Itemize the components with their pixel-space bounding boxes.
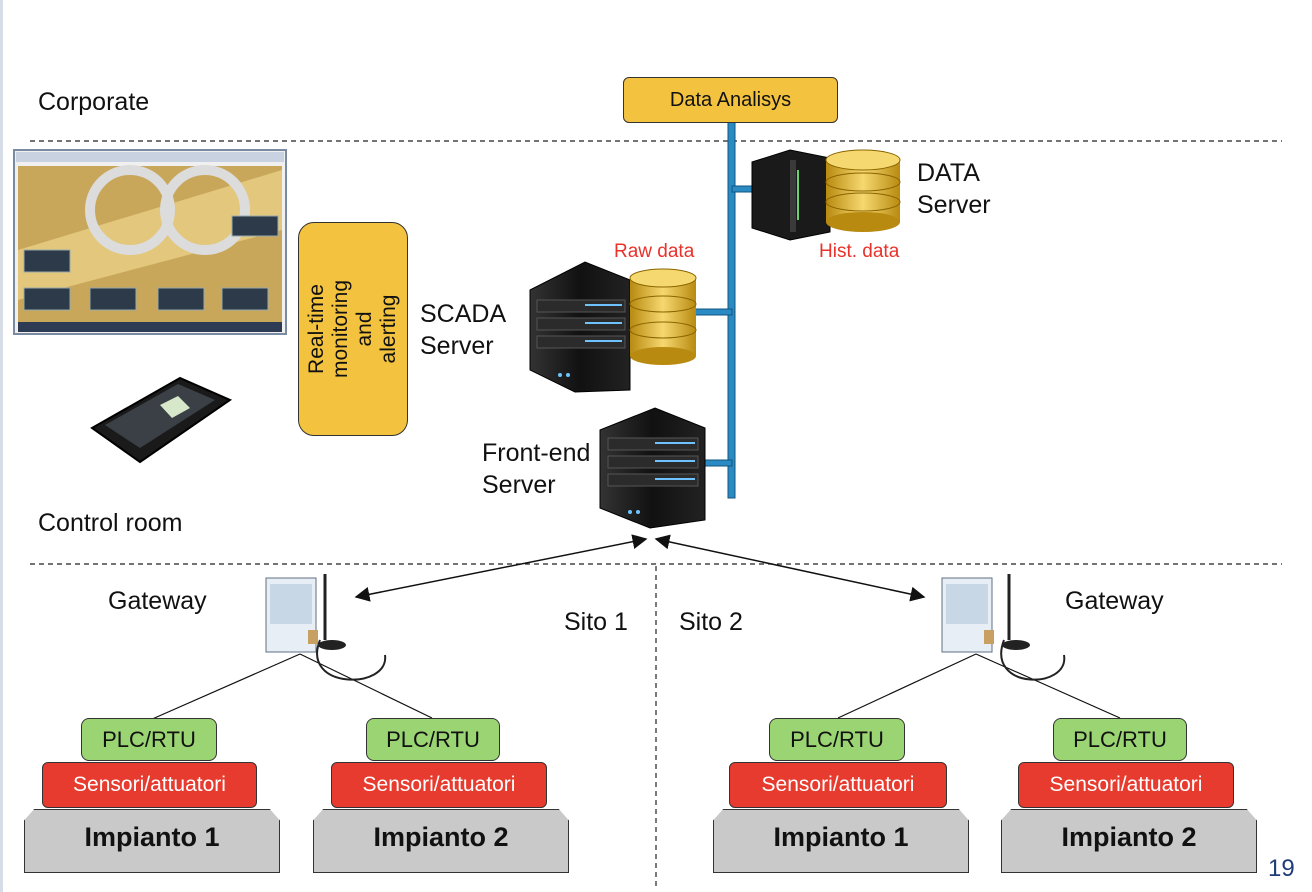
raw-data-label: Raw data (614, 241, 695, 262)
frontend-label-line2: Server (482, 471, 556, 499)
plc-rtu-box: PLC/RTU (366, 718, 500, 761)
data-server-label-line1: DATA (917, 159, 980, 187)
raw-data-database-icon (629, 268, 697, 365)
plc-rtu-box: PLC/RTU (769, 718, 905, 761)
bus-link-scada (693, 308, 733, 316)
scada-label-line2: Server (420, 332, 494, 360)
plant-base (24, 809, 280, 873)
data-server-label-line2: Server (917, 191, 991, 219)
frontend-server-icon (599, 407, 706, 529)
data-analysis-box: Data Analisys (623, 77, 838, 123)
scada-label-line1: SCADA (420, 300, 507, 328)
sensors-actuators-box: Sensori/attuatori (729, 762, 947, 808)
plant-name: Impianto 1 (84, 822, 220, 852)
sensors-actuators-box: Sensori/attuatori (42, 762, 257, 808)
monitoring-screenshot-icon (13, 149, 287, 335)
zone-label-control-room: Control room (38, 509, 183, 537)
plant-base (1001, 809, 1257, 873)
frontend-server-label: Front-end Server (482, 437, 590, 501)
plc-rtu-box: PLC/RTU (81, 718, 217, 761)
gateway-label-site2: Gateway (1065, 587, 1164, 615)
sensors-actuators-box: Sensori/attuatori (331, 762, 547, 808)
plant-base (713, 809, 969, 873)
scada-server-label: SCADA Server (420, 298, 506, 362)
realtime-monitoring-label: Real-time monitoring and alerting (305, 279, 400, 379)
smartphone-icon (90, 376, 233, 464)
plc-rtu-box: PLC/RTU (1053, 718, 1187, 761)
zone-label-corporate: Corporate (38, 88, 150, 116)
scada-server-icon (529, 261, 631, 393)
data-server-label: DATA Server (917, 157, 991, 221)
hist-data-database-icon (825, 149, 901, 232)
plant-name: Impianto 2 (373, 822, 509, 852)
data-server-icon (751, 149, 831, 241)
site2-label: Sito 2 (679, 608, 743, 636)
gateway-device-site2-icon (941, 574, 1066, 681)
plant-name: Impianto 1 (773, 822, 909, 852)
realtime-monitoring-box: Real-time monitoring and alerting (298, 222, 408, 436)
arrow-site1 (354, 534, 648, 602)
slide-number: 19 (1268, 855, 1295, 882)
bus-link-dataserver (731, 185, 753, 193)
sensors-actuators-box: Sensori/attuatori (1018, 762, 1234, 808)
gateway-device-site1-icon (265, 574, 387, 681)
hist-data-label: Hist. data (819, 241, 900, 262)
plant-name: Impianto 2 (1061, 822, 1197, 852)
bus-link-frontend (701, 459, 733, 467)
site1-label: Sito 1 (564, 608, 628, 636)
arrow-site2 (654, 534, 926, 602)
frontend-label-line1: Front-end (482, 439, 591, 467)
gateway-label-site1: Gateway (108, 587, 207, 615)
plant-base (313, 809, 569, 873)
